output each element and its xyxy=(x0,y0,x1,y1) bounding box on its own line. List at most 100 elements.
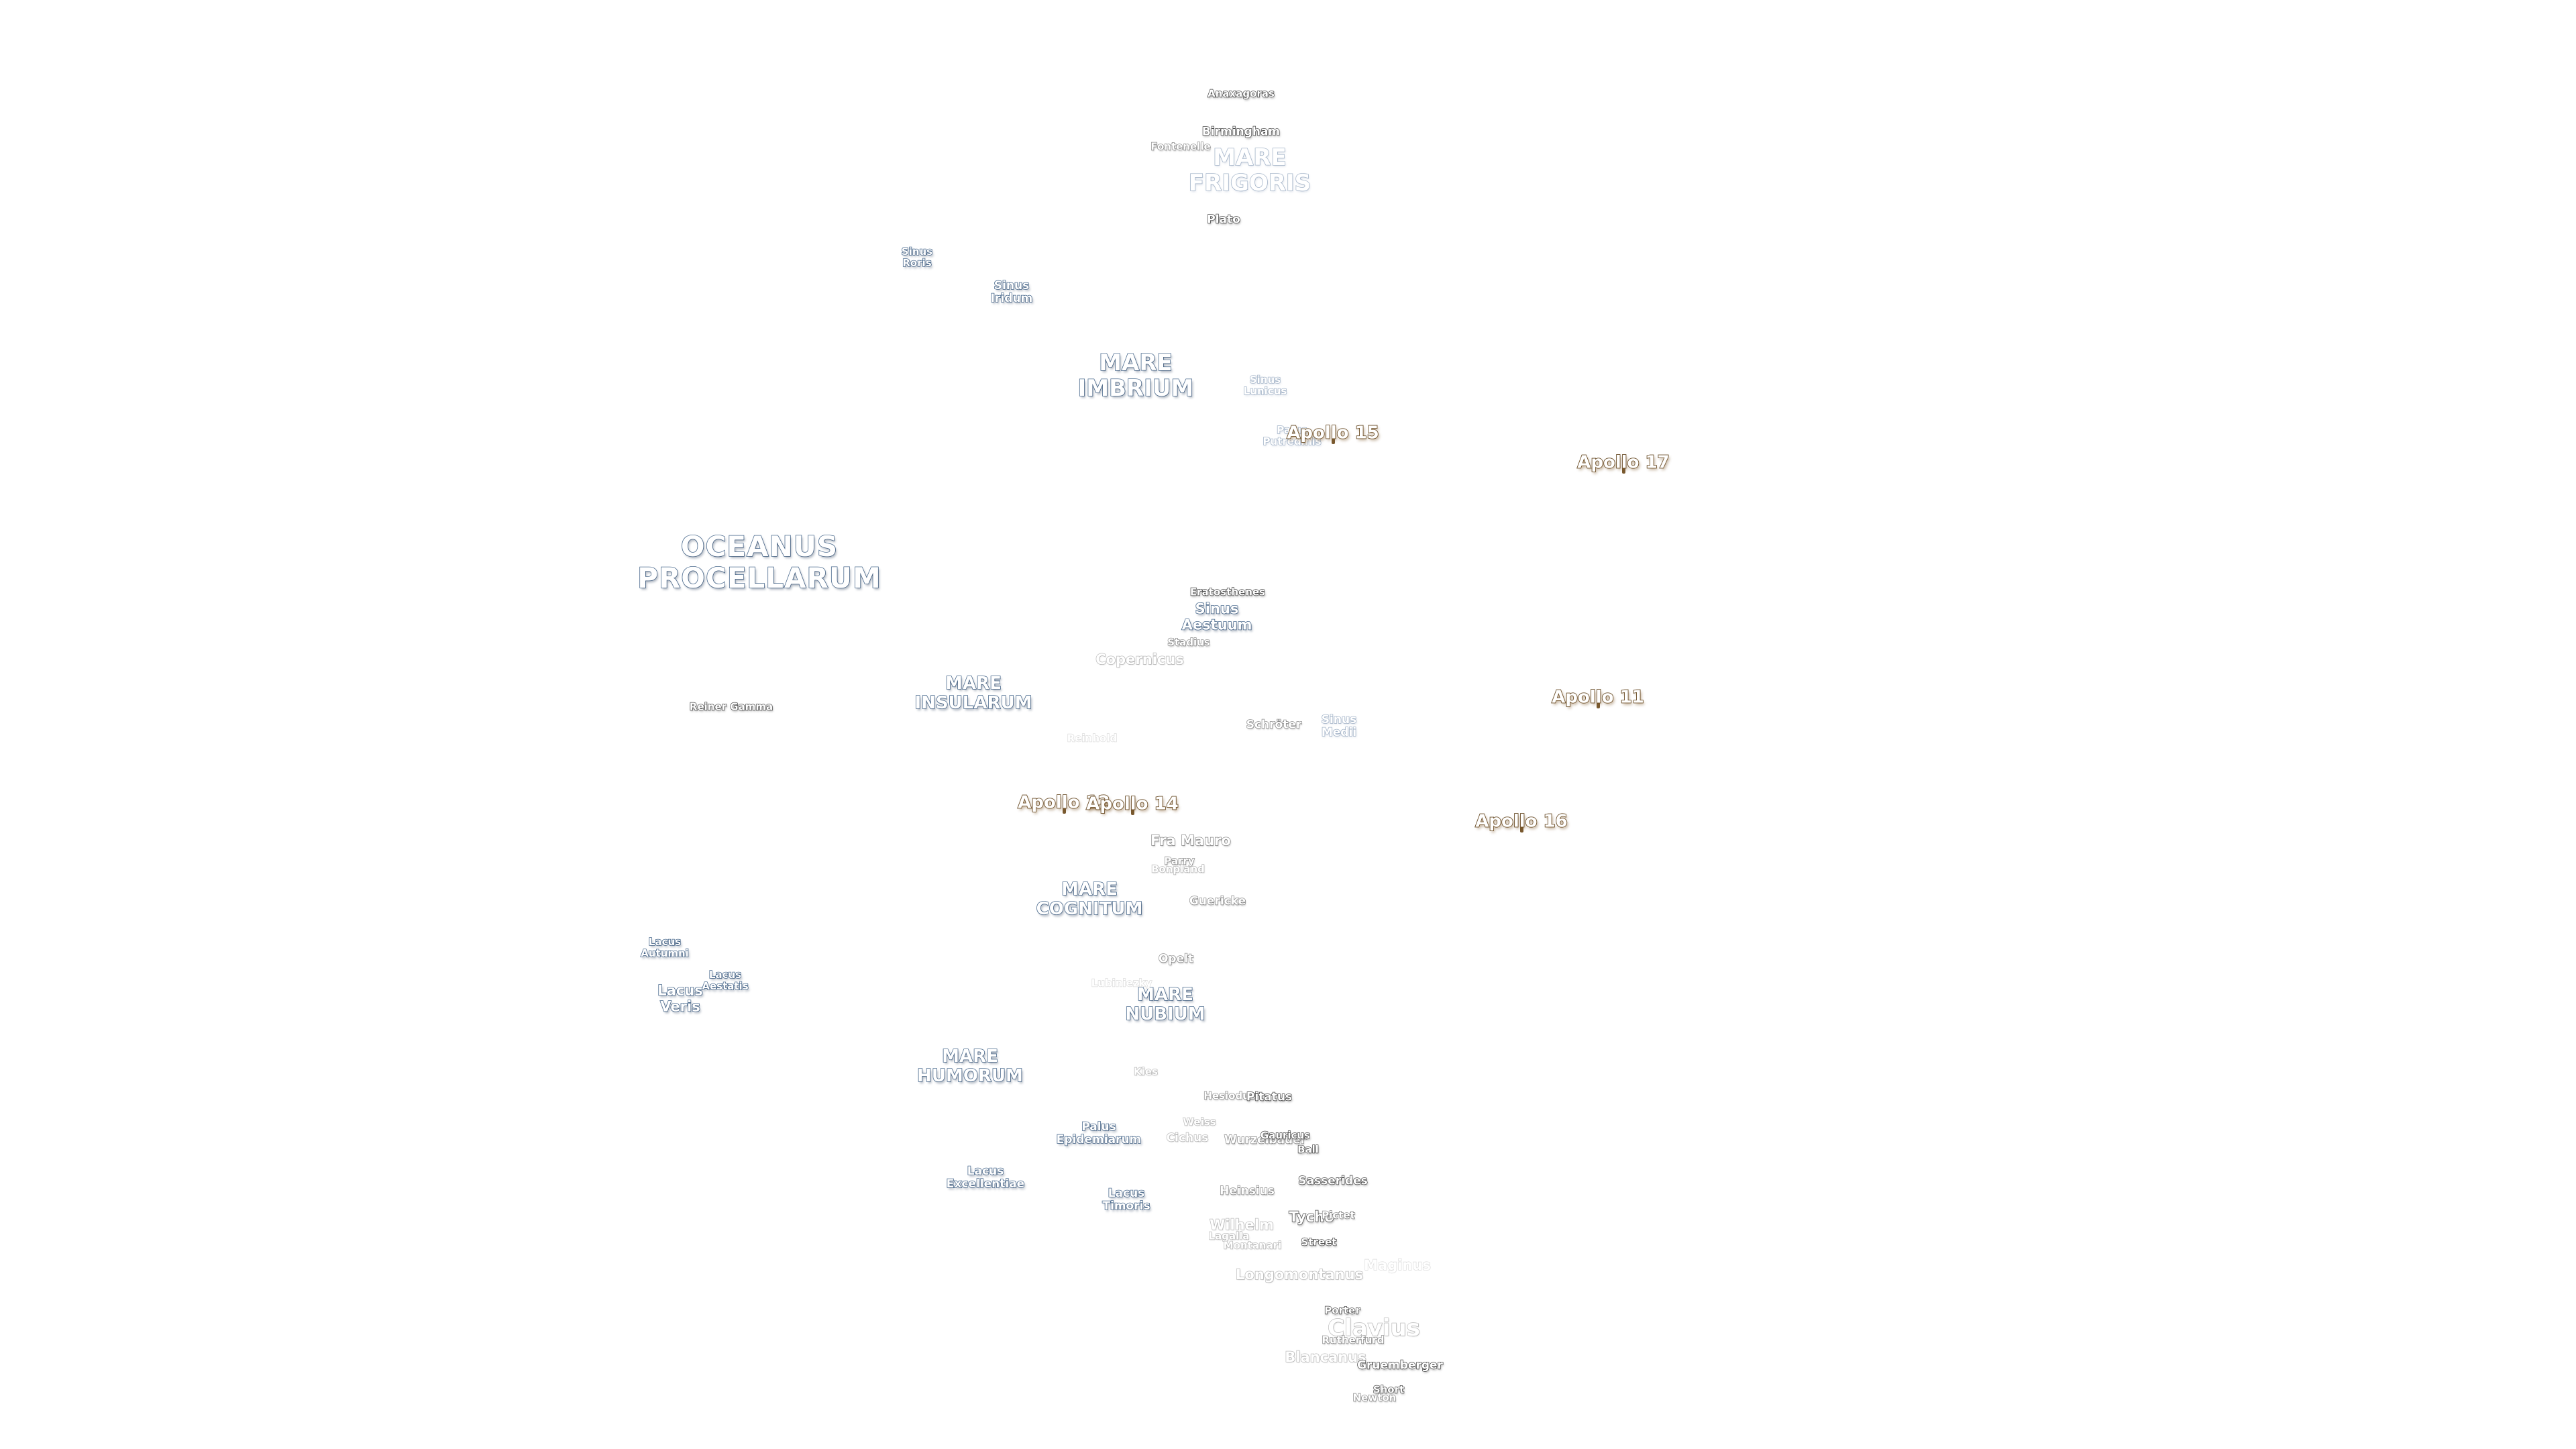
label-line: Sinus xyxy=(1249,374,1281,386)
label-line: HUMORUM xyxy=(916,1066,1023,1087)
label-line: Autumni xyxy=(640,947,689,959)
label-line: Roris xyxy=(902,257,932,269)
label-maginus: Maginus xyxy=(1363,1257,1431,1274)
label-line: Lunicus xyxy=(1243,385,1287,397)
label-tycho: Tycho xyxy=(1289,1209,1335,1226)
label-line: NUBIUM xyxy=(1125,1004,1206,1025)
label-reinhold: Reinhold xyxy=(1067,732,1118,745)
label-gruemberger: Gruemberger xyxy=(1356,1358,1443,1373)
apollo-11-marker[interactable] xyxy=(1597,702,1600,708)
label-line: Palus xyxy=(1276,424,1307,437)
label-line: MARE xyxy=(1136,984,1193,1005)
label-line: MARE xyxy=(945,673,1002,694)
label-rutherfurd: Rutherfurd xyxy=(1322,1334,1385,1346)
label-bonpland: Bonpland xyxy=(1150,863,1205,875)
label-eratosthenes: Eratosthenes xyxy=(1189,586,1265,598)
label-line: Lacus xyxy=(657,982,703,999)
label-apollo-11[interactable]: Apollo 11 xyxy=(1551,687,1644,708)
label-wilhelm: Wilhelm xyxy=(1209,1217,1274,1234)
label-anaxagoras: Anaxagoras xyxy=(1207,87,1275,100)
label-apollo-15[interactable]: Apollo 15 xyxy=(1286,423,1379,443)
label-line: Excellentiae xyxy=(946,1177,1025,1191)
label-wurzelbauer: Wurzelbauer xyxy=(1224,1133,1307,1147)
label-birmingham: Birmingham xyxy=(1201,125,1281,139)
apollo-14-marker[interactable] xyxy=(1131,809,1134,815)
label-sinus-lunicus: Sinus Lunicus xyxy=(1243,374,1287,397)
label-fontenelle: Fontenelle xyxy=(1150,140,1212,153)
label-line: Sinus xyxy=(1195,600,1239,617)
label-longomontanus: Longomontanus xyxy=(1235,1267,1364,1283)
label-street: Street xyxy=(1301,1236,1337,1248)
label-line: Iridum xyxy=(990,292,1033,306)
label-line: FRIGORIS xyxy=(1188,170,1311,197)
label-stadius: Stadius xyxy=(1167,636,1211,649)
label-apollo-16[interactable]: Apollo 16 xyxy=(1474,811,1568,832)
label-line: Lacus xyxy=(648,936,682,949)
label-pitatus: Pitatus xyxy=(1246,1090,1293,1104)
label-sinus-roris: Sinus Roris xyxy=(901,246,933,269)
label-parry: Parry xyxy=(1164,855,1195,867)
label-line: MARE xyxy=(1061,879,1118,900)
label-line: Sinus xyxy=(901,246,933,258)
label-reiner-gamma: Reiner Gamma xyxy=(689,700,773,713)
label-lacus-veris: Lacus Veris xyxy=(657,982,703,1015)
label-clavius: Clavius xyxy=(1327,1314,1420,1342)
label-line: INSULARUM xyxy=(914,693,1033,714)
label-heinsius: Heinsius xyxy=(1219,1184,1275,1198)
label-pictet: Pictet xyxy=(1322,1209,1356,1222)
label-apollo-17[interactable]: Apollo 17 xyxy=(1576,452,1670,473)
label-montanari: Montanari xyxy=(1223,1239,1282,1252)
label-mare-cognitum: MARE COGNITUM xyxy=(1036,879,1143,920)
label-line: Sinus xyxy=(1321,712,1357,727)
label-mare-insularum: MARE INSULARUM xyxy=(914,673,1033,714)
label-line: Veris xyxy=(659,998,700,1015)
label-line: MARE xyxy=(1212,144,1287,171)
label-lacus-timoris: Lacus Timoris xyxy=(1102,1186,1151,1214)
label-weiss: Weiss xyxy=(1183,1116,1217,1128)
label-plato: Plato xyxy=(1207,213,1241,227)
label-mare-frigoris: MARE FRIGORIS xyxy=(1188,144,1311,197)
label-line: Lacus xyxy=(708,969,742,981)
apollo-17-marker[interactable] xyxy=(1622,468,1625,474)
label-kies: Kies xyxy=(1133,1065,1158,1078)
label-line: Palus xyxy=(1081,1120,1116,1134)
label-lubiniezky: Lubiniezky xyxy=(1091,977,1152,989)
label-gauricus: Gauricus xyxy=(1260,1129,1311,1142)
label-line: IMBRIUM xyxy=(1077,375,1194,402)
label-blancanus: Blancanus xyxy=(1285,1349,1367,1366)
label-hesiodus: Hesiodus xyxy=(1203,1089,1256,1102)
label-lacus-autumni: Lacus Autumni xyxy=(640,936,689,959)
label-fra-mauro: Fra Mauro xyxy=(1150,833,1231,849)
label-line: PROCELLARUM xyxy=(637,561,881,594)
label-line: Medii xyxy=(1321,726,1357,740)
label-line: Aestuum xyxy=(1181,616,1252,633)
label-mare-humorum: MARE HUMORUM xyxy=(916,1046,1023,1087)
apollo-12-marker[interactable] xyxy=(1063,808,1066,814)
label-mare-imbrium: MARE IMBRIUM xyxy=(1077,350,1194,402)
label-line: Sinus xyxy=(994,278,1030,293)
label-line: COGNITUM xyxy=(1036,899,1143,920)
label-sinus-iridum: Sinus Iridum xyxy=(990,278,1033,306)
label-sinus-medii: Sinus Medii xyxy=(1321,712,1357,740)
label-lacus-excellentiae: Lacus Excellentiae xyxy=(946,1164,1025,1191)
label-cichus: Cichus xyxy=(1166,1131,1209,1145)
label-line: Putredinis xyxy=(1263,435,1322,447)
label-lacus-aestatis: Lacus Aestatis xyxy=(702,969,749,992)
label-line: OCEANUS xyxy=(680,529,839,563)
label-guericke: Guericke xyxy=(1189,894,1246,908)
label-opelt: Opelt xyxy=(1158,952,1194,966)
label-ball: Ball xyxy=(1297,1143,1319,1156)
label-apollo-12[interactable]: Apollo 12 xyxy=(1017,792,1110,813)
label-line: Lacus xyxy=(1108,1186,1145,1201)
apollo-16-marker[interactable] xyxy=(1520,826,1523,833)
label-apollo-14[interactable]: Apollo 14 xyxy=(1085,794,1179,814)
label-sasserides: Sasserides xyxy=(1298,1174,1368,1188)
label-line: Lacus xyxy=(967,1164,1004,1179)
apollo-15-marker[interactable] xyxy=(1332,438,1335,444)
label-line: Aestatis xyxy=(702,980,749,992)
label-oceanus-procellarum: OCEANUS PROCELLARUM xyxy=(637,529,881,594)
label-sinus-aestuum: Sinus Aestuum xyxy=(1181,600,1252,633)
label-short: Short xyxy=(1373,1383,1405,1396)
label-palus-putredinis: Palus Putredinis xyxy=(1263,424,1322,447)
